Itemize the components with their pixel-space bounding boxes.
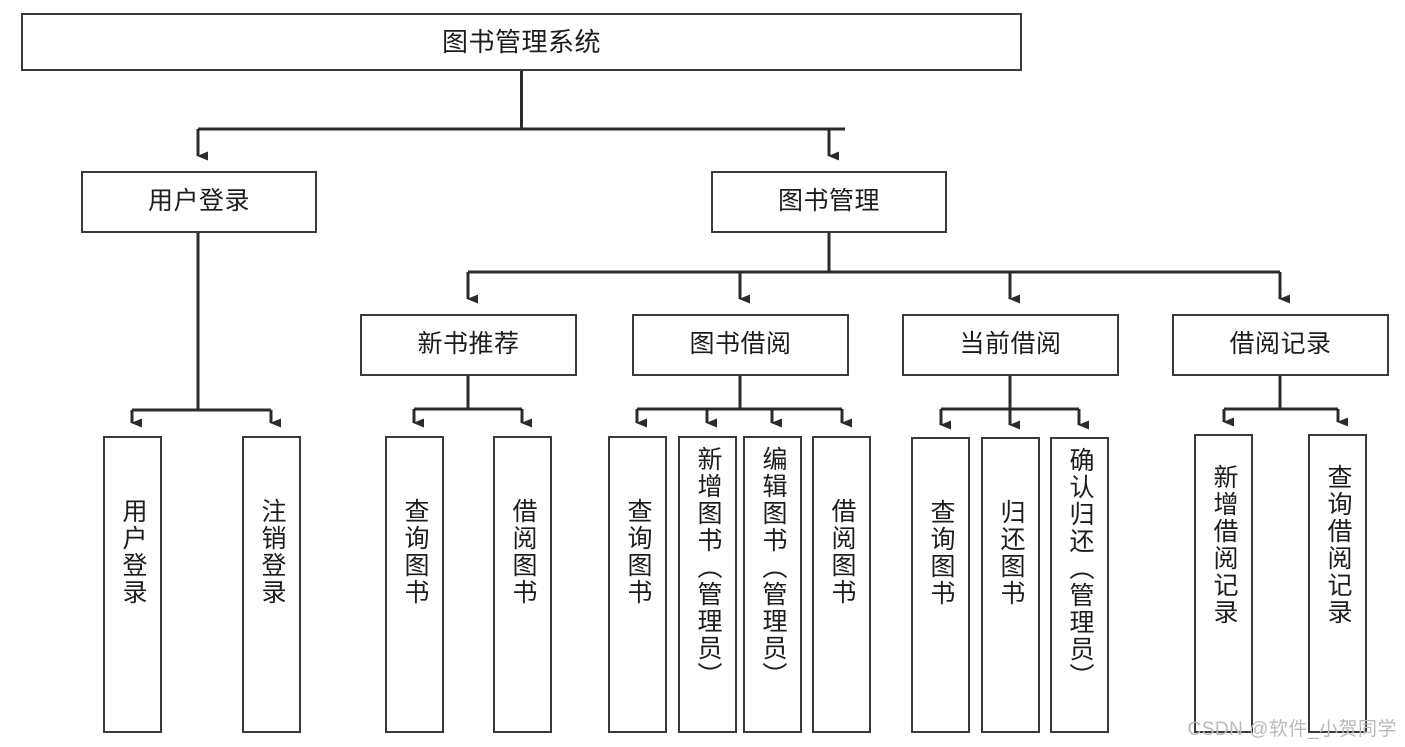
edge-group-root (196, 71, 845, 161)
node-current-borrow[interactable]: 当前借阅 (902, 314, 1119, 376)
node-leaf-query-book-3[interactable]: 查询图书 (911, 437, 970, 733)
node-leaf-borrow-book-1-label: 借阅图书 (509, 498, 537, 606)
node-leaf-query-record[interactable]: 查询借阅记录 (1308, 434, 1367, 733)
node-leaf-add-book-label: 新增图书（管理员） (694, 446, 722, 689)
edge-group-user-login (130, 233, 281, 428)
node-leaf-query-record-label: 查询借阅记录 (1324, 464, 1352, 626)
node-leaf-confirm-return[interactable]: 确认归还（管理员） (1050, 437, 1109, 733)
node-leaf-logout[interactable]: 注销登录 (242, 436, 301, 733)
node-root-label: 图书管理系统 (441, 26, 601, 57)
node-current-borrow-label: 当前借阅 (959, 330, 1062, 359)
edge-group-borrow-record (1222, 376, 1348, 427)
node-leaf-return-book-label: 归还图书 (997, 499, 1025, 607)
node-leaf-edit-book-label: 编辑图书（管理员） (759, 446, 787, 689)
node-new-book-recommend[interactable]: 新书推荐 (360, 314, 577, 376)
node-leaf-confirm-return-label: 确认归还（管理员） (1066, 447, 1094, 690)
node-book-manage-label: 图书管理 (777, 187, 880, 216)
node-leaf-query-book-1-label: 查询图书 (401, 498, 429, 606)
node-user-login-label: 用户登录 (147, 187, 250, 216)
edge-group-book-manage (466, 233, 1290, 304)
node-leaf-user-login-label: 用户登录 (119, 498, 147, 606)
node-book-manage[interactable]: 图书管理 (711, 171, 947, 233)
node-leaf-add-record-label: 新增借阅记录 (1210, 464, 1238, 626)
node-leaf-edit-book[interactable]: 编辑图书（管理员） (743, 436, 802, 733)
node-leaf-query-book-2[interactable]: 查询图书 (608, 436, 667, 733)
node-leaf-borrow-book-2[interactable]: 借阅图书 (812, 436, 871, 733)
node-leaf-borrow-book-1[interactable]: 借阅图书 (493, 436, 552, 733)
edge-group-new-book-rec (412, 376, 532, 428)
node-leaf-query-book-2-label: 查询图书 (624, 498, 652, 606)
watermark-text: CSDN @软件_小贺同学 (1187, 719, 1397, 740)
node-leaf-return-book[interactable]: 归还图书 (981, 437, 1040, 733)
node-book-borrow[interactable]: 图书借阅 (632, 314, 849, 376)
node-user-login[interactable]: 用户登录 (81, 171, 317, 233)
node-leaf-add-book[interactable]: 新增图书（管理员） (678, 436, 737, 733)
node-leaf-add-record[interactable]: 新增借阅记录 (1194, 434, 1253, 733)
edge-group-current-borrow (939, 376, 1089, 430)
node-book-borrow-label: 图书借阅 (689, 330, 792, 359)
node-root[interactable]: 图书管理系统 (21, 13, 1022, 71)
node-leaf-borrow-book-2-label: 借阅图书 (828, 498, 856, 606)
node-leaf-query-book-1[interactable]: 查询图书 (385, 436, 444, 733)
node-borrow-record-label: 借阅记录 (1229, 330, 1332, 359)
node-leaf-query-book-3-label: 查询图书 (927, 499, 955, 607)
node-leaf-logout-label: 注销登录 (258, 498, 286, 606)
node-borrow-record[interactable]: 借阅记录 (1172, 314, 1389, 376)
node-new-book-recommend-label: 新书推荐 (417, 330, 520, 359)
edge-group-book-borrow (635, 376, 852, 428)
node-leaf-user-login[interactable]: 用户登录 (103, 436, 162, 733)
